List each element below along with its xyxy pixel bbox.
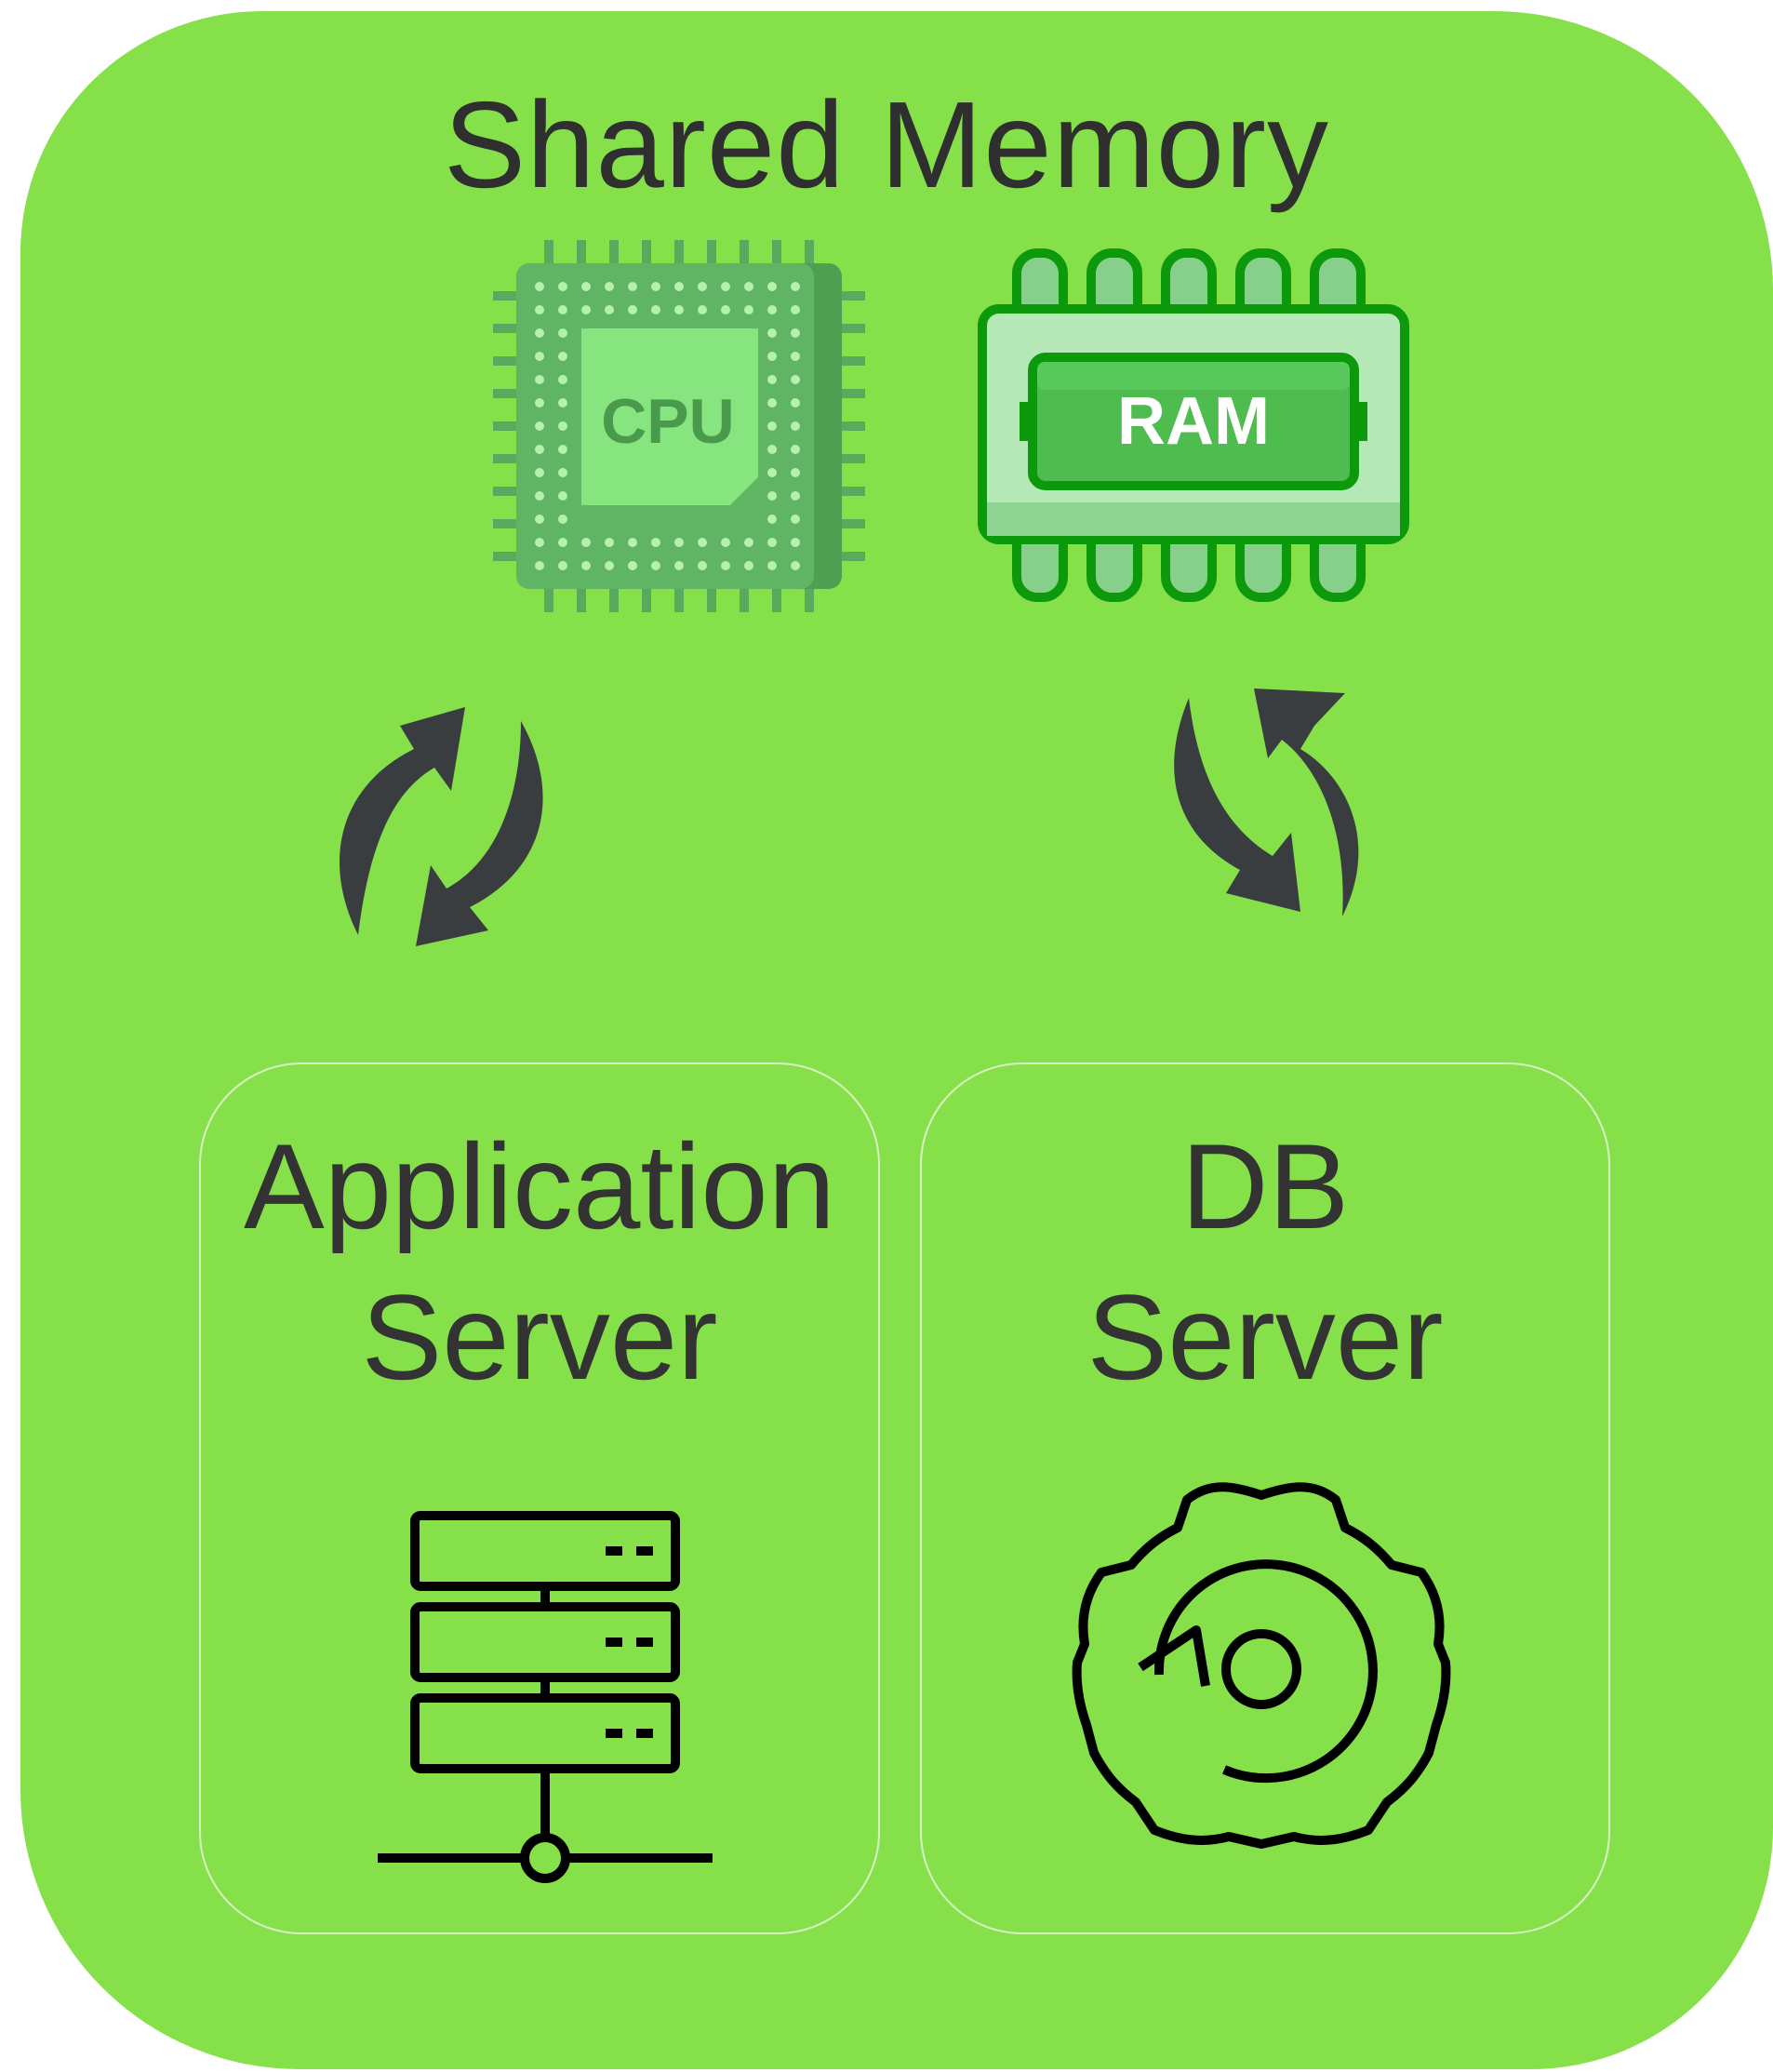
application-server-box: Application Server bbox=[199, 1063, 880, 1934]
db-server-label-line2: Server bbox=[1086, 1269, 1444, 1405]
application-server-label-line1: Application bbox=[244, 1118, 835, 1254]
sync-arrows-icon bbox=[1174, 688, 1359, 916]
ram-label: RAM bbox=[1117, 384, 1270, 459]
cpu-label: CPU bbox=[601, 386, 735, 457]
db-server-label-line1: DB bbox=[1180, 1118, 1350, 1254]
gear-refresh-icon bbox=[1072, 1482, 1451, 1849]
server-rack-icon bbox=[378, 1511, 713, 1883]
shared-memory-panel bbox=[20, 11, 1773, 2069]
db-server-box: DB Server bbox=[920, 1063, 1610, 1934]
ram-module-icon: RAM bbox=[978, 248, 1409, 602]
sync-arrows-icon bbox=[340, 707, 543, 946]
diagram-title: Shared Memory bbox=[443, 76, 1330, 213]
cpu-chip-icon: CPU bbox=[493, 240, 865, 612]
application-server-label-line2: Server bbox=[361, 1269, 718, 1405]
